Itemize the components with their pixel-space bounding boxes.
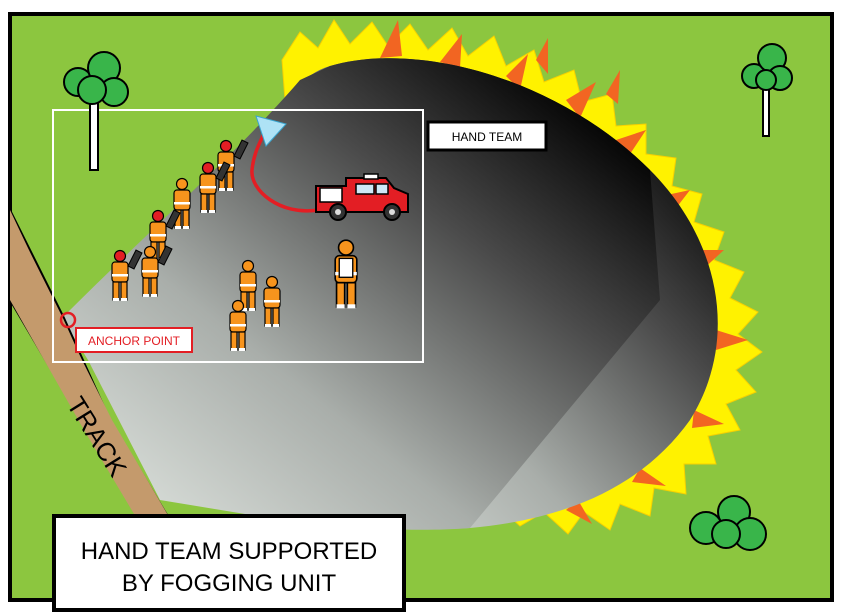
firefighter-icon (199, 161, 231, 213)
hand-team-box (52, 109, 424, 363)
firefighter-group (111, 139, 358, 351)
fire-truck-icon (315, 173, 409, 221)
tree-icon (63, 51, 129, 171)
anchor-point-label: ANCHOR POINT (88, 334, 181, 348)
firefighter-icon (141, 245, 173, 297)
caption-line-1: HAND TEAM SUPPORTED (81, 538, 378, 565)
anchor-point-icon (59, 311, 77, 329)
fire-hose (250, 127, 319, 213)
tree-icon (741, 43, 793, 137)
hand-team-label-box (426, 120, 548, 152)
bush-icon (689, 495, 767, 551)
firefighter-icon (334, 239, 358, 309)
caption-box (52, 514, 406, 612)
firefighter-icon (263, 275, 281, 327)
anchor-point-label-box (75, 327, 193, 353)
hand-team-label: HAND TEAM (452, 130, 522, 144)
fog-nozzle-icon (255, 115, 287, 147)
caption-line-2: BY FOGGING UNIT (122, 570, 337, 597)
firefighter-icon (111, 249, 143, 301)
firefighter-icon (229, 299, 247, 351)
firefighter-icon (239, 259, 257, 311)
